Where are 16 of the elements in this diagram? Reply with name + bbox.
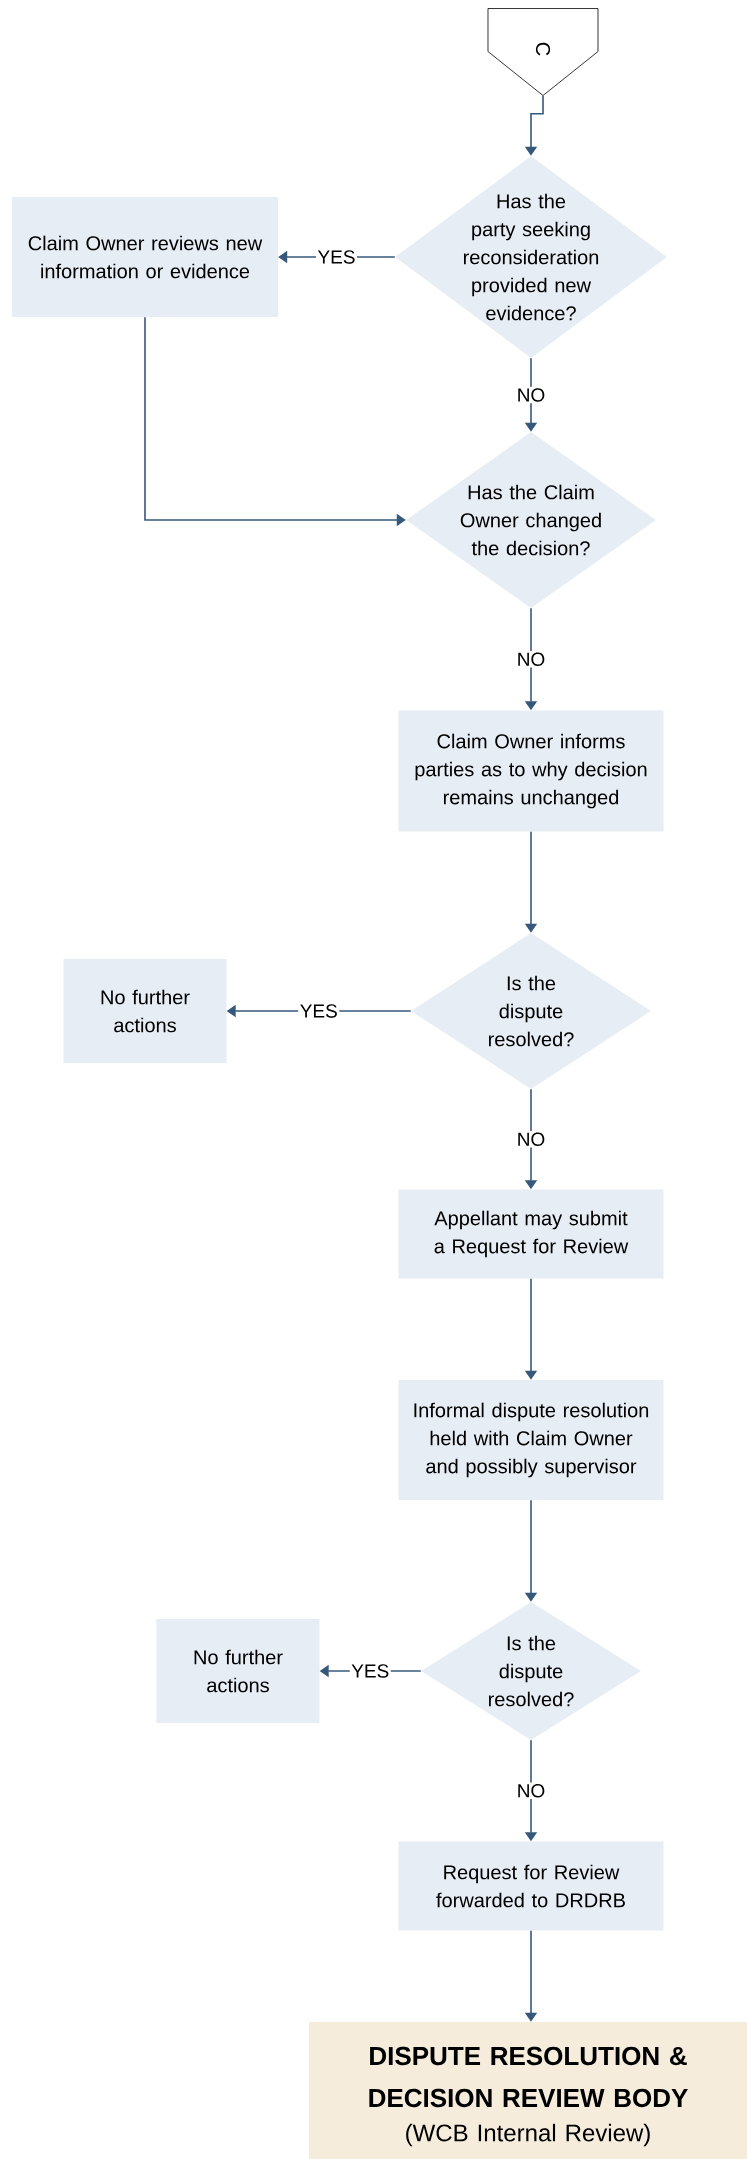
edge-label: NO	[515, 386, 547, 404]
process-box: Claim Owner informs parties as to why decision remains unchanged	[398, 710, 664, 832]
process-box: No further actions	[63, 959, 227, 1063]
process-box: No further actions	[156, 1619, 320, 1723]
process-box: Request for Review forwarded to DRDRB	[398, 1841, 664, 1931]
process-box: Appellant may submit a Request for Review	[398, 1189, 664, 1279]
process-box: Informal dispute resolution held with Claim Owner and possibly supervisor	[398, 1380, 664, 1500]
edge-label: YES	[298, 1002, 340, 1020]
destination-box: DISPUTE RESOLUTION & DECISION REVIEW BODY (WCB Internal Review)	[309, 2022, 747, 2159]
edge-label: NO	[515, 651, 547, 668]
edge-label: YES	[316, 248, 357, 266]
edge-label: YES	[349, 1662, 391, 1680]
edge-label: NO	[515, 1782, 547, 1799]
edge-label: NO	[515, 1131, 547, 1148]
off-page-connector: C	[487, 8, 599, 96]
process-box: Claim Owner reviews new information or evidence	[12, 197, 278, 317]
